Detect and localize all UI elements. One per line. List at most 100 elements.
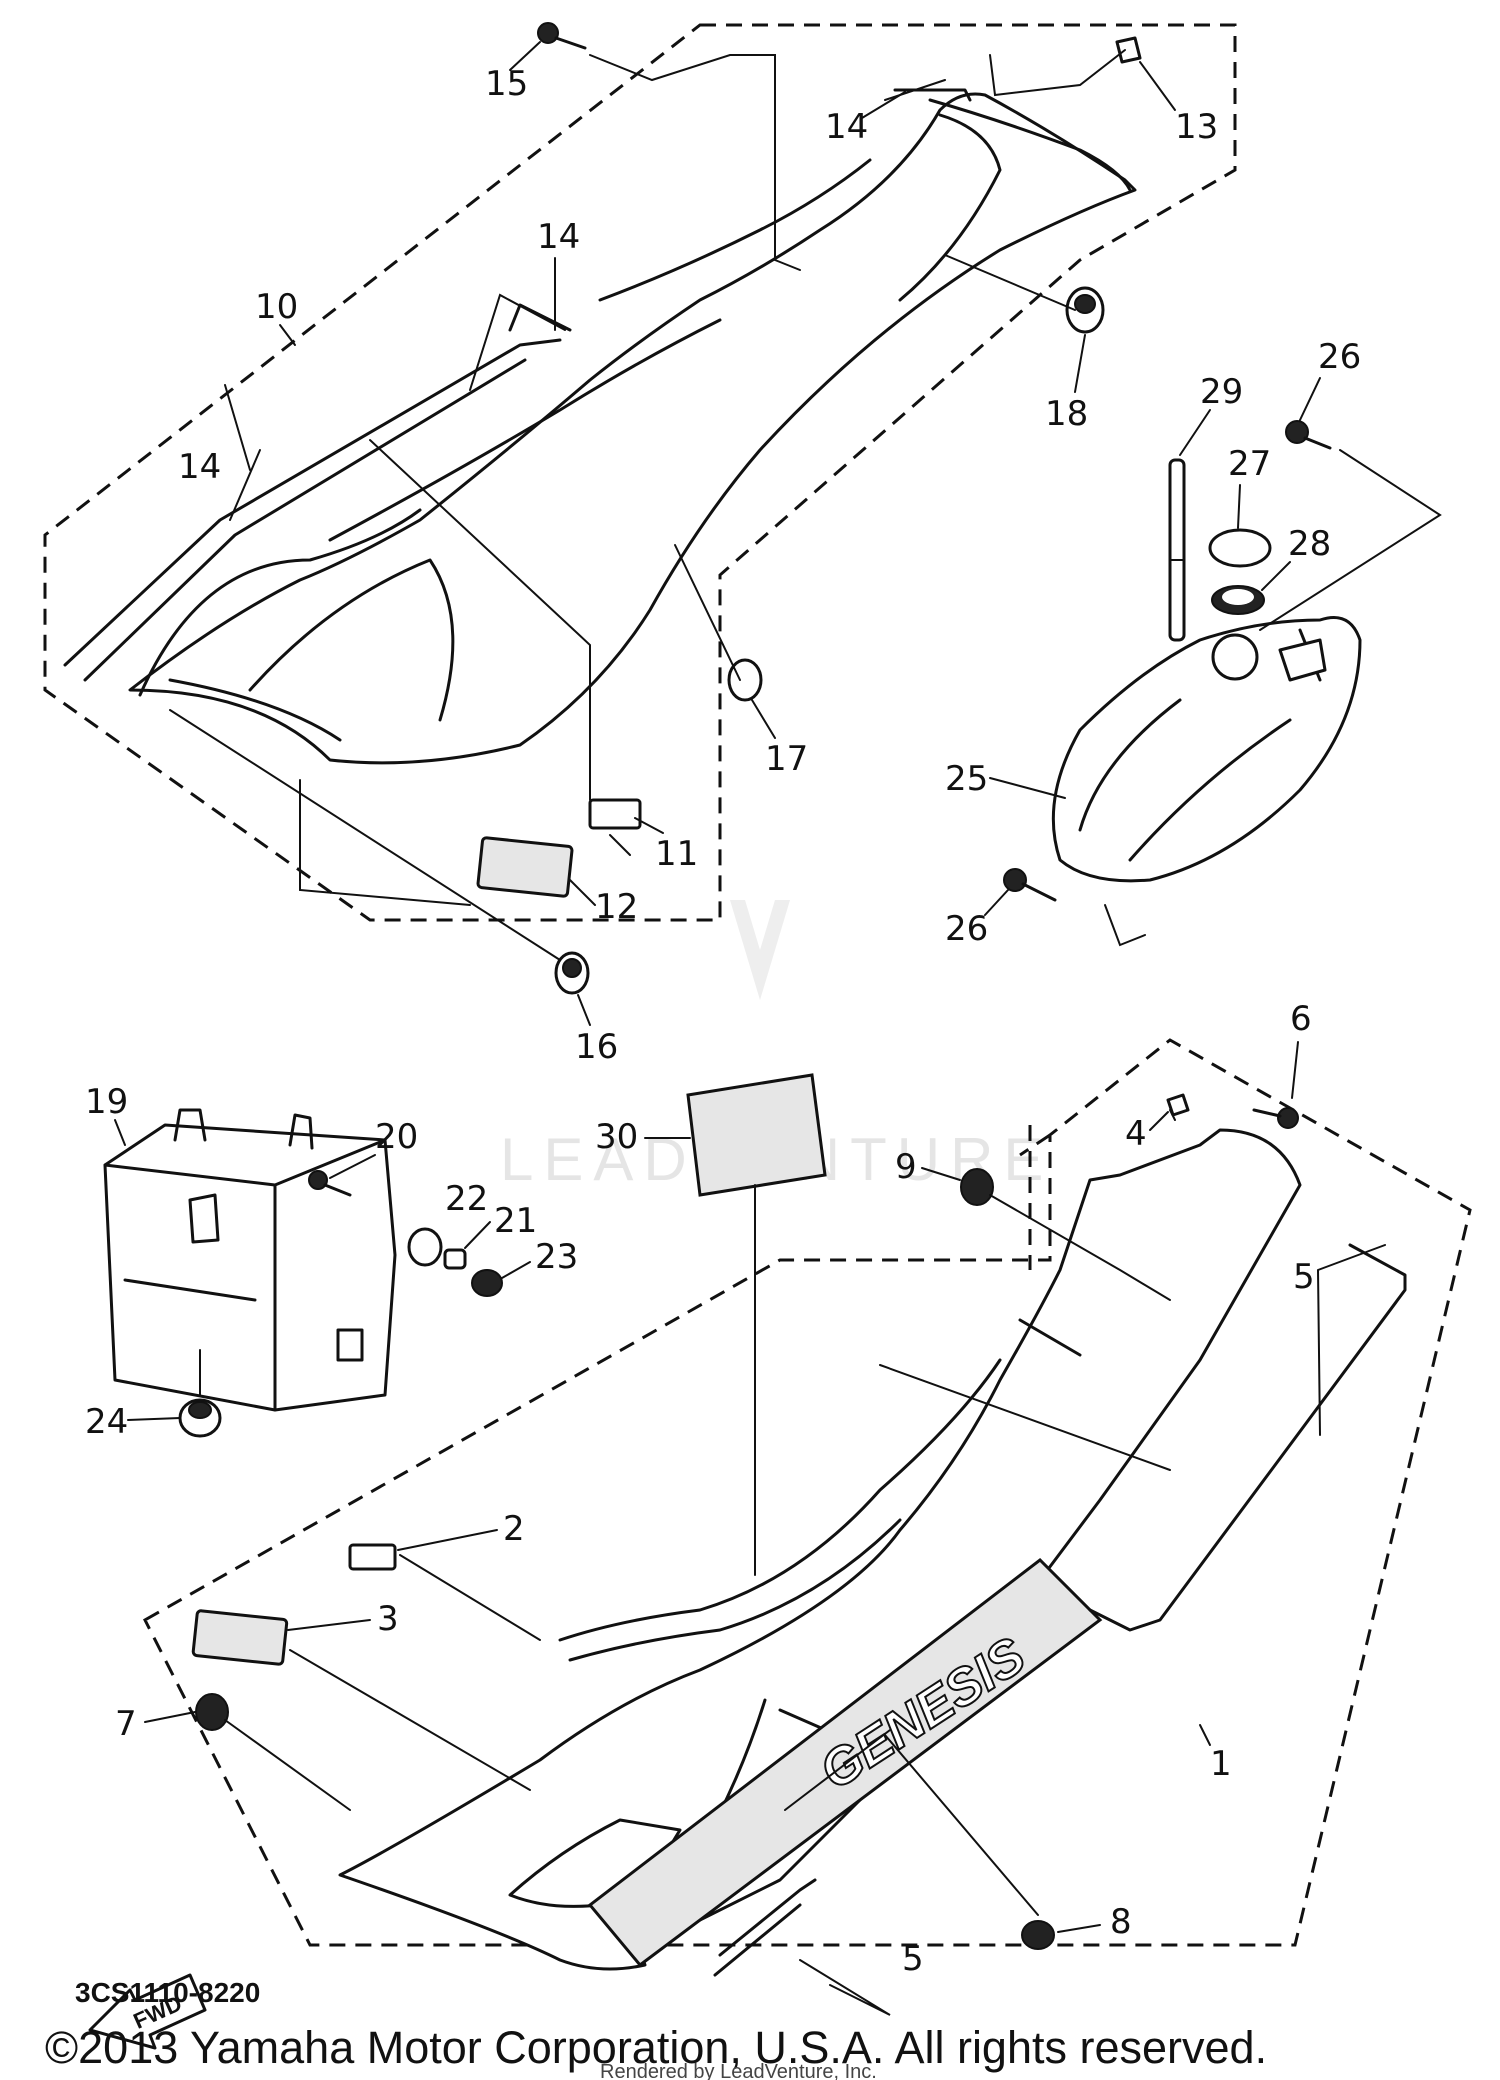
oil-cap-27 — [1208, 528, 1272, 568]
grommet-9 — [960, 1168, 994, 1206]
leader-25 — [989, 777, 1066, 799]
callout-1: 1 — [1210, 1744, 1232, 1784]
grommet-17 — [727, 658, 763, 702]
bolt-20 — [308, 1170, 352, 1197]
collar-21 — [443, 1248, 467, 1270]
leader-15 — [509, 41, 541, 71]
side-cover — [338, 1128, 1302, 1971]
bolt-6 — [1252, 1107, 1299, 1129]
leader-3 — [287, 1619, 371, 1631]
leader-29 — [1179, 409, 1211, 456]
callout-10: 10 — [255, 287, 298, 327]
callout-24: 24 — [85, 1402, 128, 1442]
seal-strip-top — [893, 88, 972, 102]
damper-22 — [407, 1227, 443, 1267]
callout-25: 25 — [945, 759, 988, 799]
leader-1 — [1199, 1724, 1211, 1746]
seat-cowling-rail — [138, 98, 1132, 697]
leader-19 — [114, 1119, 126, 1146]
callout-26-bottom: 26 — [945, 909, 988, 949]
brand-panel — [587, 1558, 1103, 1968]
callout-14-mid: 14 — [537, 217, 580, 257]
callout-17: 17 — [765, 739, 808, 779]
leader-16 — [577, 994, 591, 1026]
leader-24 — [127, 1417, 181, 1421]
callout-2: 2 — [503, 1509, 525, 1549]
group-boundary-lower — [143, 1038, 1472, 1947]
callout-15: 15 — [485, 64, 528, 104]
leader-10 — [279, 324, 296, 346]
callout-16: 16 — [575, 1027, 618, 1067]
seal-strip-5-bottom — [713, 1878, 817, 1977]
leader-6 — [1291, 1041, 1299, 1099]
side-cover-fold — [558, 1358, 1002, 1662]
callout-28: 28 — [1288, 524, 1331, 564]
callout-21: 21 — [494, 1201, 537, 1241]
group-boundary-lower-inner — [1019, 1125, 1051, 1270]
battery-box-rim — [103, 1108, 387, 1412]
grommet-16 — [554, 951, 590, 995]
seat-cowling-inner — [168, 113, 1002, 742]
reflector-12 — [476, 836, 574, 898]
watermark-logo — [730, 900, 790, 1000]
grommet-24 — [178, 1398, 222, 1438]
callout-7: 7 — [115, 1704, 137, 1744]
emblem-2 — [348, 1543, 397, 1571]
oil-tank-bracket — [1278, 638, 1327, 682]
leader-4 — [1149, 1111, 1169, 1131]
plate-13 — [1115, 36, 1142, 64]
callout-9: 9 — [895, 1147, 917, 1187]
leader-20 — [329, 1154, 376, 1179]
seal-strip-5-right — [1088, 1243, 1407, 1632]
leader-14-top — [861, 91, 906, 119]
callout-18: 18 — [1045, 394, 1088, 434]
leader-8 — [1057, 1924, 1101, 1933]
leader-12 — [569, 879, 596, 906]
emblem-11 — [588, 798, 642, 830]
callout-30: 30 — [595, 1117, 638, 1157]
leader-26-bottom — [984, 889, 1009, 916]
leader-21 — [464, 1221, 491, 1249]
reflector-3 — [191, 1609, 289, 1666]
washer-23 — [471, 1269, 503, 1297]
callout-8: 8 — [1110, 1902, 1132, 1942]
label-30 — [686, 1073, 827, 1197]
diagram-code: 3CS1110-8220 — [75, 1977, 260, 2008]
leader-lines-upper — [169, 49, 1126, 961]
grommet-8 — [1021, 1920, 1055, 1950]
callout-23: 23 — [535, 1237, 578, 1277]
leader-27 — [1237, 484, 1241, 529]
oil-tank-assembly — [1003, 420, 1442, 947]
callout-19: 19 — [85, 1082, 128, 1122]
callout-14-top: 14 — [825, 107, 868, 147]
callout-4: 4 — [1125, 1114, 1147, 1154]
callout-3: 3 — [377, 1599, 399, 1639]
rendered-by-note: Rendered by LeadVenture, Inc. — [600, 2061, 877, 2080]
bolt-26-bottom — [1003, 868, 1057, 902]
callout-11: 11 — [655, 834, 698, 874]
callout-6: 6 — [1290, 999, 1312, 1039]
copyright-notice: ©2013 Yamaha Motor Corporation, U.S.A. A… — [45, 2022, 1267, 2073]
leader-lines-lower — [224, 1109, 1386, 2016]
clip-4 — [1166, 1093, 1190, 1117]
leader-lines-tank — [1104, 449, 1442, 947]
seat-cowling — [128, 92, 1137, 765]
callout-13: 13 — [1175, 107, 1218, 147]
callout-20: 20 — [375, 1117, 418, 1157]
grommet-7 — [195, 1693, 229, 1731]
leader-2 — [397, 1529, 498, 1551]
callout-14-left: 14 — [178, 447, 221, 487]
leader-28 — [1261, 561, 1291, 591]
leader-17 — [751, 699, 776, 739]
leader-7 — [144, 1711, 196, 1723]
battery-box-assembly — [103, 1108, 503, 1438]
damper-18 — [1065, 286, 1105, 334]
leader-13 — [1139, 61, 1176, 111]
callout-29: 29 — [1200, 372, 1243, 412]
callout-22: 22 — [445, 1179, 488, 1219]
callout-26-top: 26 — [1318, 337, 1361, 377]
leader-26-top — [1299, 377, 1321, 421]
seal-strip-left — [63, 338, 562, 682]
leader-11 — [634, 817, 664, 834]
